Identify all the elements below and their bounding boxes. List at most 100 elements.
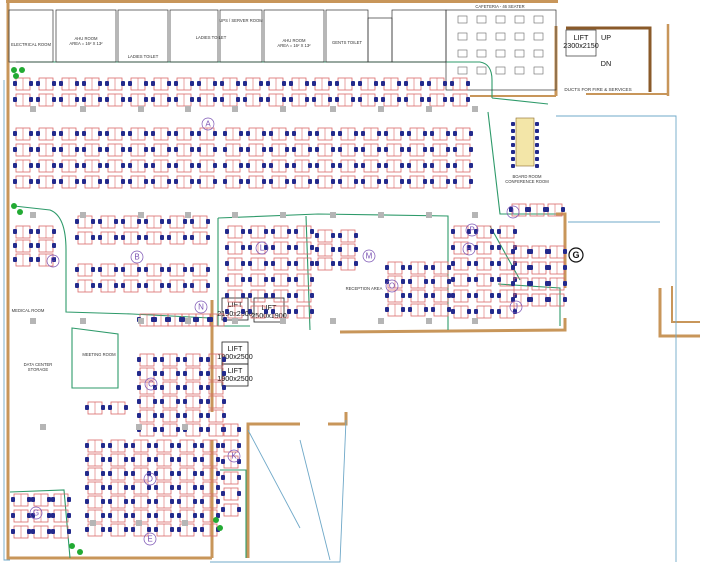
workstation-pod <box>36 175 56 189</box>
workstation-pod <box>197 127 217 141</box>
workstation-pod <box>85 439 105 453</box>
column <box>472 318 478 324</box>
workstation-pod <box>271 305 291 319</box>
column <box>232 212 238 218</box>
zone-o-letter: O <box>389 282 395 291</box>
column <box>80 106 86 112</box>
workstation-pod <box>108 523 128 537</box>
workstation-pod <box>474 225 494 239</box>
column <box>182 520 188 526</box>
workstation-pod <box>269 143 289 157</box>
workstation-pod <box>221 503 241 517</box>
workstation-pod <box>85 467 105 481</box>
workstation-pod <box>160 353 180 367</box>
workstation-pod <box>451 273 471 287</box>
board-chair <box>511 164 515 168</box>
workstation-pod <box>144 279 164 293</box>
workstation-pod <box>315 243 335 257</box>
workstation-pod <box>200 509 220 523</box>
workstation-pod <box>144 215 164 229</box>
column <box>426 318 432 324</box>
workstation-pod <box>547 245 567 259</box>
board-chair <box>511 150 515 154</box>
board-chair <box>511 157 515 161</box>
room-label-medical: MEDICAL ROOM <box>12 308 45 313</box>
workstation-pod <box>529 261 549 275</box>
planter <box>19 67 25 73</box>
workstation-pod <box>13 253 33 267</box>
workstation-pod <box>51 509 71 523</box>
workstation-pod <box>13 77 33 91</box>
workstation-pod <box>384 159 404 173</box>
workstation-pod <box>271 289 291 303</box>
workstation-pod <box>315 257 335 271</box>
workstation-pod <box>430 143 450 157</box>
column <box>182 424 188 430</box>
workstation-pod <box>151 159 171 173</box>
workstation-pod <box>430 159 450 173</box>
room-label-ahu-1: AHU ROOM <box>74 36 98 41</box>
workstation-pod <box>223 143 243 157</box>
workstation-pod <box>451 225 471 239</box>
workstation-pod <box>431 303 451 317</box>
column <box>232 318 238 324</box>
workstation-pod <box>200 467 220 481</box>
workstation-pod <box>292 159 312 173</box>
workstation-pod <box>82 159 102 173</box>
workstation-pod <box>225 257 245 271</box>
workstation-pod <box>547 293 567 307</box>
zone-k-letter: K <box>231 452 237 461</box>
workstation-pod <box>207 313 227 327</box>
workstation-pod <box>206 381 226 395</box>
column <box>185 106 191 112</box>
workstation-pod <box>167 215 187 229</box>
workstation-pod <box>154 467 174 481</box>
workstation-pod <box>225 289 245 303</box>
workstation-pod <box>312 77 332 91</box>
workstation-pod <box>225 273 245 287</box>
cafe-table <box>476 32 487 41</box>
workstation-pod <box>105 127 125 141</box>
workstation-pod <box>82 77 102 91</box>
board-room-table <box>515 117 535 167</box>
workstation-pod <box>294 241 314 255</box>
workstation-pod <box>75 231 95 245</box>
workstation-pod <box>131 481 151 495</box>
workstation-pod <box>407 143 427 157</box>
planter <box>11 203 17 209</box>
workstation-pod <box>105 159 125 173</box>
workstation-pod <box>315 127 335 141</box>
workstation-pod <box>13 143 33 157</box>
workstation-pod <box>385 289 405 303</box>
workstation-pod <box>431 289 451 303</box>
workstation-pod <box>361 175 381 189</box>
workstation-pod <box>137 381 157 395</box>
workstation-pod <box>361 127 381 141</box>
workstation-pod <box>220 77 240 91</box>
workstation-pod <box>190 215 210 229</box>
workstation-pod <box>338 257 358 271</box>
workstation-pod <box>497 225 517 239</box>
workstation-pod <box>11 525 31 539</box>
workstation-pod <box>292 127 312 141</box>
workstation-pod <box>451 305 471 319</box>
workstation-pod <box>450 93 470 107</box>
column <box>40 424 46 430</box>
workstation-pod <box>385 261 405 275</box>
workstation-pod <box>59 93 79 107</box>
workstation-pod <box>338 127 358 141</box>
workstation-pod <box>183 409 203 423</box>
workstation-pod <box>338 143 358 157</box>
room-label-ducts: DUCTS FOR FIRE & SERVICES <box>564 87 631 92</box>
cafe-table <box>476 15 487 24</box>
workstation-pod <box>98 231 118 245</box>
workstation-pod <box>225 305 245 319</box>
column <box>426 106 432 112</box>
workstation-pod <box>451 289 471 303</box>
stair-dn-label: DN <box>601 59 611 68</box>
workstation-pod <box>289 77 309 91</box>
board-chair <box>535 136 539 140</box>
workstation-pod <box>190 231 210 245</box>
workstation-pod <box>108 439 128 453</box>
workstation-pod <box>206 367 226 381</box>
